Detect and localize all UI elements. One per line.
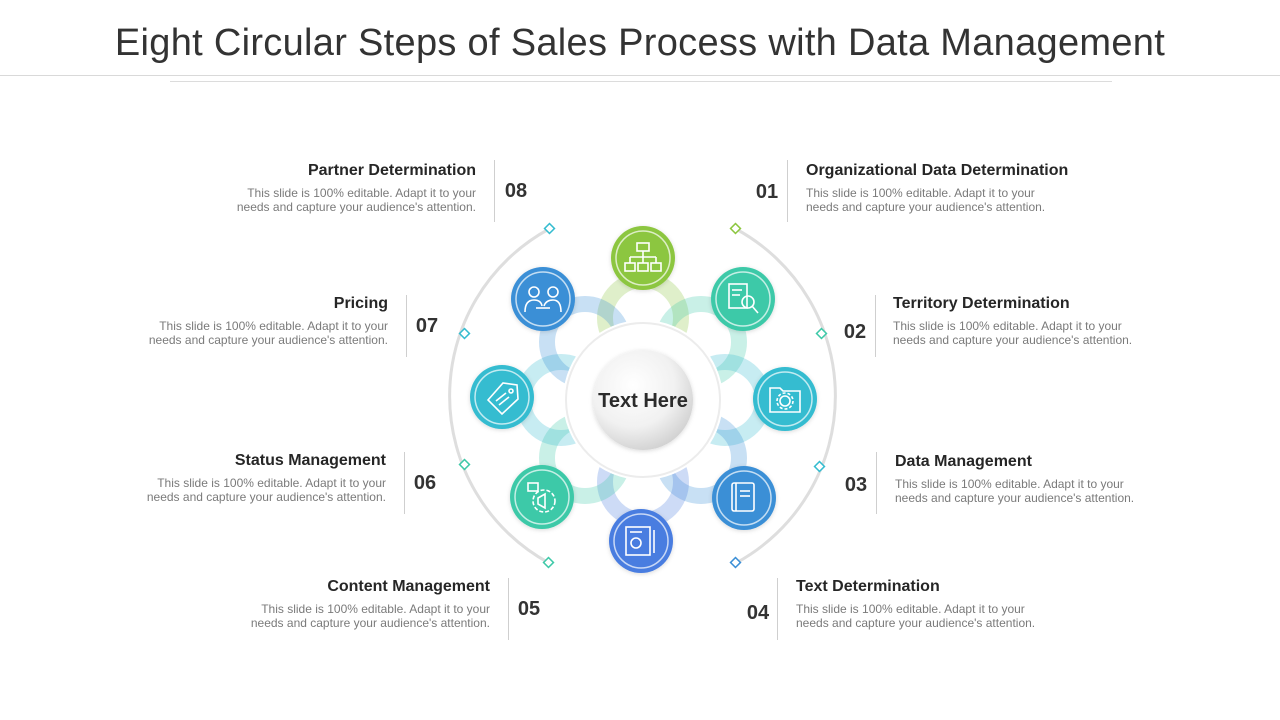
step-07: Pricing This slide is 100% editable. Ada…	[68, 295, 388, 347]
step-title-02: Territory Determination	[893, 295, 1070, 312]
step-06: Status Management This slide is 100% edi…	[66, 452, 386, 504]
outer-arc-right	[735, 227, 837, 565]
step-title-01: Organizational Data Determination	[806, 162, 1069, 179]
step-desc-08: This slide is 100% editable. Adapt it to…	[236, 186, 476, 214]
step-desc-05: This slide is 100% editable. Adapt it to…	[250, 602, 490, 630]
document-search-icon	[711, 267, 775, 331]
step-divider-04	[777, 578, 778, 640]
step-title-03: Data Management	[895, 453, 1032, 470]
step-number-06: 06	[413, 472, 437, 494]
step-title-08: Partner Determination	[307, 162, 476, 179]
price-tag-icon	[470, 365, 534, 429]
step-03: Data Management This slide is 100% edita…	[895, 453, 1215, 505]
hierarchy-icon	[611, 226, 675, 290]
step-04: Text Determination This slide is 100% ed…	[796, 578, 1116, 630]
megaphone-gear-icon	[510, 465, 574, 529]
step-01: Organizational Data Determination This s…	[806, 162, 1126, 214]
step-title-06: Status Management	[234, 452, 386, 469]
step-number-03: 03	[844, 474, 868, 496]
step-title-07: Pricing	[333, 295, 388, 312]
step-number-05: 05	[517, 598, 541, 620]
step-title-05: Content Management	[327, 578, 490, 595]
step-02: Territory Determination This slide is 10…	[893, 295, 1213, 347]
outer-arc-left	[448, 227, 550, 565]
document-gear-icon	[609, 509, 673, 573]
step-divider-06	[404, 452, 405, 514]
center-label: Text Here	[598, 390, 688, 412]
step-divider-02	[875, 295, 876, 357]
step-08: Partner Determination This slide is 100%…	[156, 162, 476, 214]
center-hub	[563, 320, 723, 480]
step-desc-06: This slide is 100% editable. Adapt it to…	[146, 476, 386, 504]
page-title: Eight Circular Steps of Sales Process wi…	[114, 22, 1166, 64]
step-desc-01: This slide is 100% editable. Adapt it to…	[806, 186, 1046, 214]
folder-gear-icon	[753, 367, 817, 431]
step-divider-07	[406, 295, 407, 357]
step-desc-03: This slide is 100% editable. Adapt it to…	[895, 477, 1135, 505]
book-icon	[712, 466, 776, 530]
step-number-08: 08	[504, 180, 528, 202]
step-05: Content Management This slide is 100% ed…	[170, 578, 490, 630]
step-number-04: 04	[746, 602, 770, 624]
step-desc-07: This slide is 100% editable. Adapt it to…	[148, 319, 388, 347]
step-number-01: 01	[755, 181, 779, 203]
arc-markers	[458, 222, 828, 569]
step-number-02: 02	[843, 321, 867, 343]
step-divider-08	[494, 160, 495, 222]
step-divider-03	[876, 452, 877, 514]
step-desc-04: This slide is 100% editable. Adapt it to…	[796, 602, 1036, 630]
step-number-07: 07	[415, 315, 439, 337]
icon-nodes	[470, 226, 817, 573]
step-desc-02: This slide is 100% editable. Adapt it to…	[893, 319, 1133, 347]
title-underline	[170, 81, 1112, 82]
step-divider-05	[508, 578, 509, 640]
title-divider	[0, 75, 1280, 76]
step-divider-01	[787, 160, 788, 222]
partners-icon	[511, 267, 575, 331]
step-title-04: Text Determination	[796, 578, 940, 595]
